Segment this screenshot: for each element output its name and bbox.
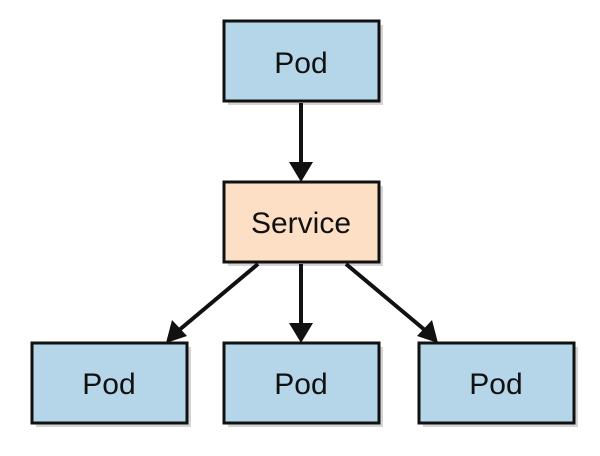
arrow-service-to-pod-3 <box>344 262 438 343</box>
bottom-pod-node-3: Pod <box>417 341 578 427</box>
bottom-pod-node-2: Pod <box>222 341 383 427</box>
top-pod-label: Pod <box>274 47 327 80</box>
service-label: Service <box>251 207 351 240</box>
top-pod-node: Pod <box>222 19 383 105</box>
bottom-pod-node-1: Pod <box>30 341 191 427</box>
arrows <box>166 103 438 343</box>
bottom-pod-label-1: Pod <box>82 368 135 401</box>
service-node: Service <box>222 180 383 266</box>
arrow-pod-to-service <box>289 103 313 182</box>
arrow-service-to-pod-2 <box>289 264 313 343</box>
bottom-pod-label-3: Pod <box>469 368 522 401</box>
bottom-pod-label-2: Pod <box>274 368 327 401</box>
arrow-service-to-pod-1 <box>166 262 260 343</box>
